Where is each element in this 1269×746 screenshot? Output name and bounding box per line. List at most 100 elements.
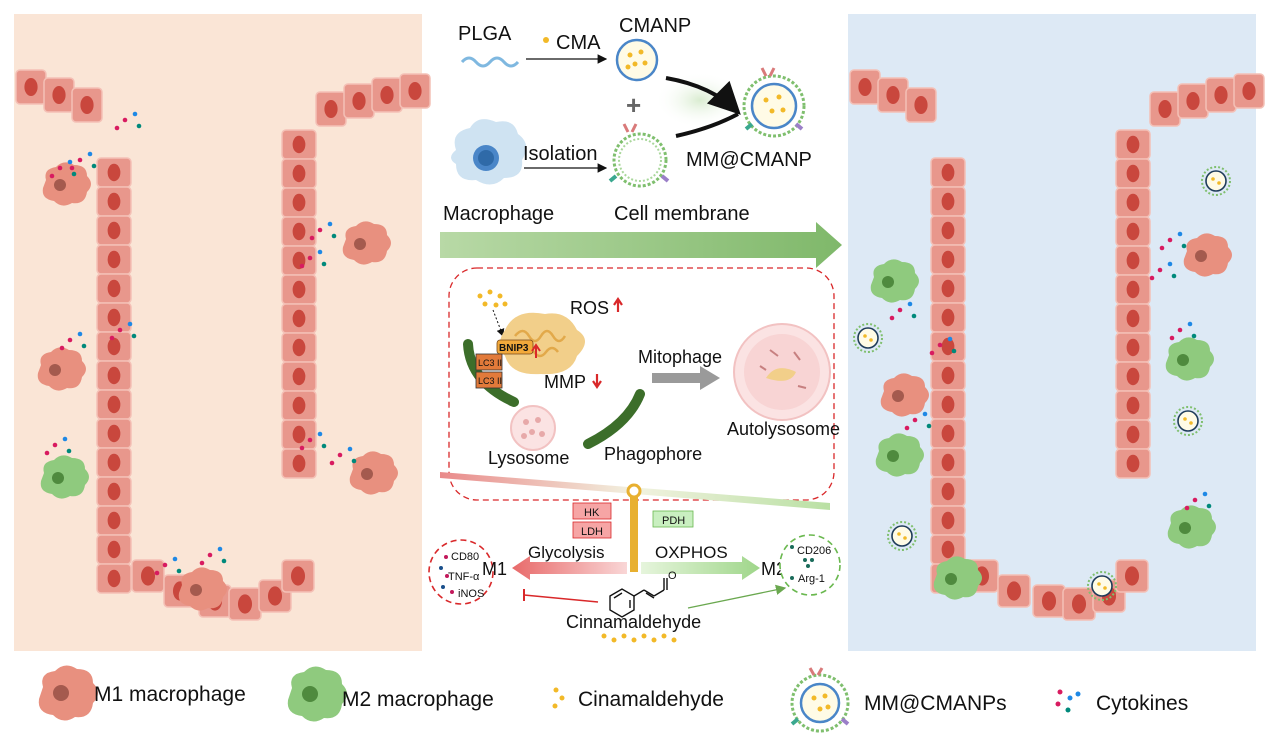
- epithelial-cell: [1032, 584, 1066, 618]
- cytokine-dots: [69, 151, 97, 171]
- mm-cmanp-particle: [853, 323, 883, 353]
- mmp-label: MMP: [544, 372, 586, 392]
- m1-marker-dots: [439, 555, 454, 594]
- epithelial-cell: [96, 534, 132, 565]
- m1-macrophage: [37, 347, 86, 391]
- epithelial-cell: [930, 331, 966, 362]
- epithelial-cell: [96, 447, 132, 478]
- epithelial-cell: [96, 476, 132, 507]
- mitochondrion-icon: [500, 312, 585, 375]
- mm-cmanp-icon: [742, 67, 806, 138]
- cell-membrane-label: Cell membrane: [614, 203, 750, 225]
- cytokine-dots: [904, 411, 932, 431]
- cma-dot: [601, 633, 607, 639]
- epithelial-cell: [1115, 419, 1151, 450]
- aldehyde-o-label: O: [668, 570, 677, 582]
- epithelial-cell: [281, 361, 317, 392]
- m1-marker-inos: iNOS: [458, 588, 484, 600]
- epithelial-cell: [71, 87, 103, 123]
- bnip3-up-arrow: [531, 343, 541, 358]
- epithelial-cell: [1115, 158, 1151, 189]
- lysosome-label: Lysosome: [488, 448, 569, 468]
- plga-label: PLGA: [458, 23, 512, 45]
- pdh-box: [652, 510, 694, 528]
- ldh-box: [572, 521, 612, 539]
- oxphos-arrow: [641, 556, 760, 580]
- m1-macrophage: [178, 567, 227, 611]
- balance-pivot-icon: [626, 483, 642, 499]
- epithelial-cell: [1149, 91, 1181, 127]
- epithelial-cell: [96, 505, 132, 536]
- oxphos-label: OXPHOS: [655, 543, 728, 562]
- right-immune-cells: [853, 166, 1232, 601]
- epithelial-cell: [877, 77, 909, 113]
- cytokine-dots: [49, 159, 77, 179]
- promote-m2-arrow: [687, 584, 787, 609]
- cytokine-dots: [59, 331, 87, 351]
- ros-up-arrow: [613, 297, 623, 312]
- legend-cinamaldehyde-icon: [552, 687, 565, 709]
- epithelial-cell: [1115, 448, 1151, 479]
- epithelial-cell: [371, 77, 403, 113]
- m2-macrophage: [1167, 505, 1216, 549]
- cytokine-dots: [299, 249, 327, 269]
- m2-macrophage: [40, 455, 89, 499]
- legend: M1 macrophage M2 macrophage Cinamaldehyd…: [38, 665, 1188, 733]
- cma-dot: [651, 637, 657, 643]
- m1-macrophage: [349, 451, 398, 495]
- cma-cluster-icon: [477, 289, 508, 308]
- mitophage-label: Mitophage: [638, 347, 722, 367]
- epithelial-cell: [96, 273, 132, 304]
- epithelial-cell: [281, 419, 317, 450]
- cell-membrane-icon: [608, 123, 670, 188]
- epithelial-cell: [1115, 361, 1151, 392]
- epithelial-cell: [1233, 73, 1265, 109]
- m2-marker-cd206: CD206: [797, 545, 831, 557]
- legend-cytokines-label: Cytokines: [1096, 692, 1188, 715]
- epithelial-cell: [1115, 245, 1151, 276]
- cytokine-dots: [44, 436, 72, 456]
- epithelial-cell: [315, 91, 347, 127]
- epithelial-cell: [399, 73, 431, 109]
- epithelial-cell: [281, 129, 317, 160]
- m2-marker-dots: [790, 545, 814, 580]
- mm-cmanp-particle: [887, 521, 917, 551]
- m1-macrophage: [342, 221, 391, 265]
- epithelial-cell: [131, 559, 165, 593]
- cytokine-dots: [329, 446, 357, 466]
- m2-macrophage: [870, 259, 919, 303]
- mm-cmanp-particle: [1173, 406, 1203, 436]
- cytokine-dots: [889, 301, 917, 321]
- cmanp-icon: [615, 38, 659, 82]
- cytokine-dots: [114, 111, 142, 131]
- epithelial-cell: [15, 69, 47, 105]
- epithelial-cell: [1115, 303, 1151, 334]
- cma-dot: [661, 633, 667, 639]
- epithelial-cell: [930, 447, 966, 478]
- cinnamaldehyde-label: Cinnamaldehyde: [566, 612, 701, 632]
- mitophage-arrow: [652, 366, 720, 390]
- plus-sign: +: [626, 90, 641, 120]
- cinnamaldehyde-dots: [601, 633, 677, 643]
- combine-arrow-bottom: [675, 112, 739, 138]
- m2-marker-circle: [779, 534, 841, 596]
- epithelial-cell: [930, 244, 966, 275]
- cytokine-dots: [199, 546, 227, 566]
- epithelial-cell: [96, 563, 132, 594]
- left-immune-cells: [37, 111, 398, 611]
- m1-macrophage: [42, 162, 91, 206]
- epithelial-cell: [96, 302, 132, 333]
- cytokine-dots: [929, 336, 957, 356]
- epithelial-cell: [281, 390, 317, 421]
- epithelial-cell: [228, 587, 262, 621]
- ldh-label: LDH: [581, 526, 603, 538]
- epithelial-cell: [343, 83, 375, 119]
- cytokine-dots: [1159, 231, 1187, 251]
- epithelial-cell: [1177, 83, 1209, 119]
- epithelial-cell: [96, 360, 132, 391]
- epithelial-cell: [281, 158, 317, 189]
- bnip3-box: [496, 339, 534, 355]
- mm-cmanp-particle: [1087, 571, 1117, 601]
- epithelial-cell: [96, 418, 132, 449]
